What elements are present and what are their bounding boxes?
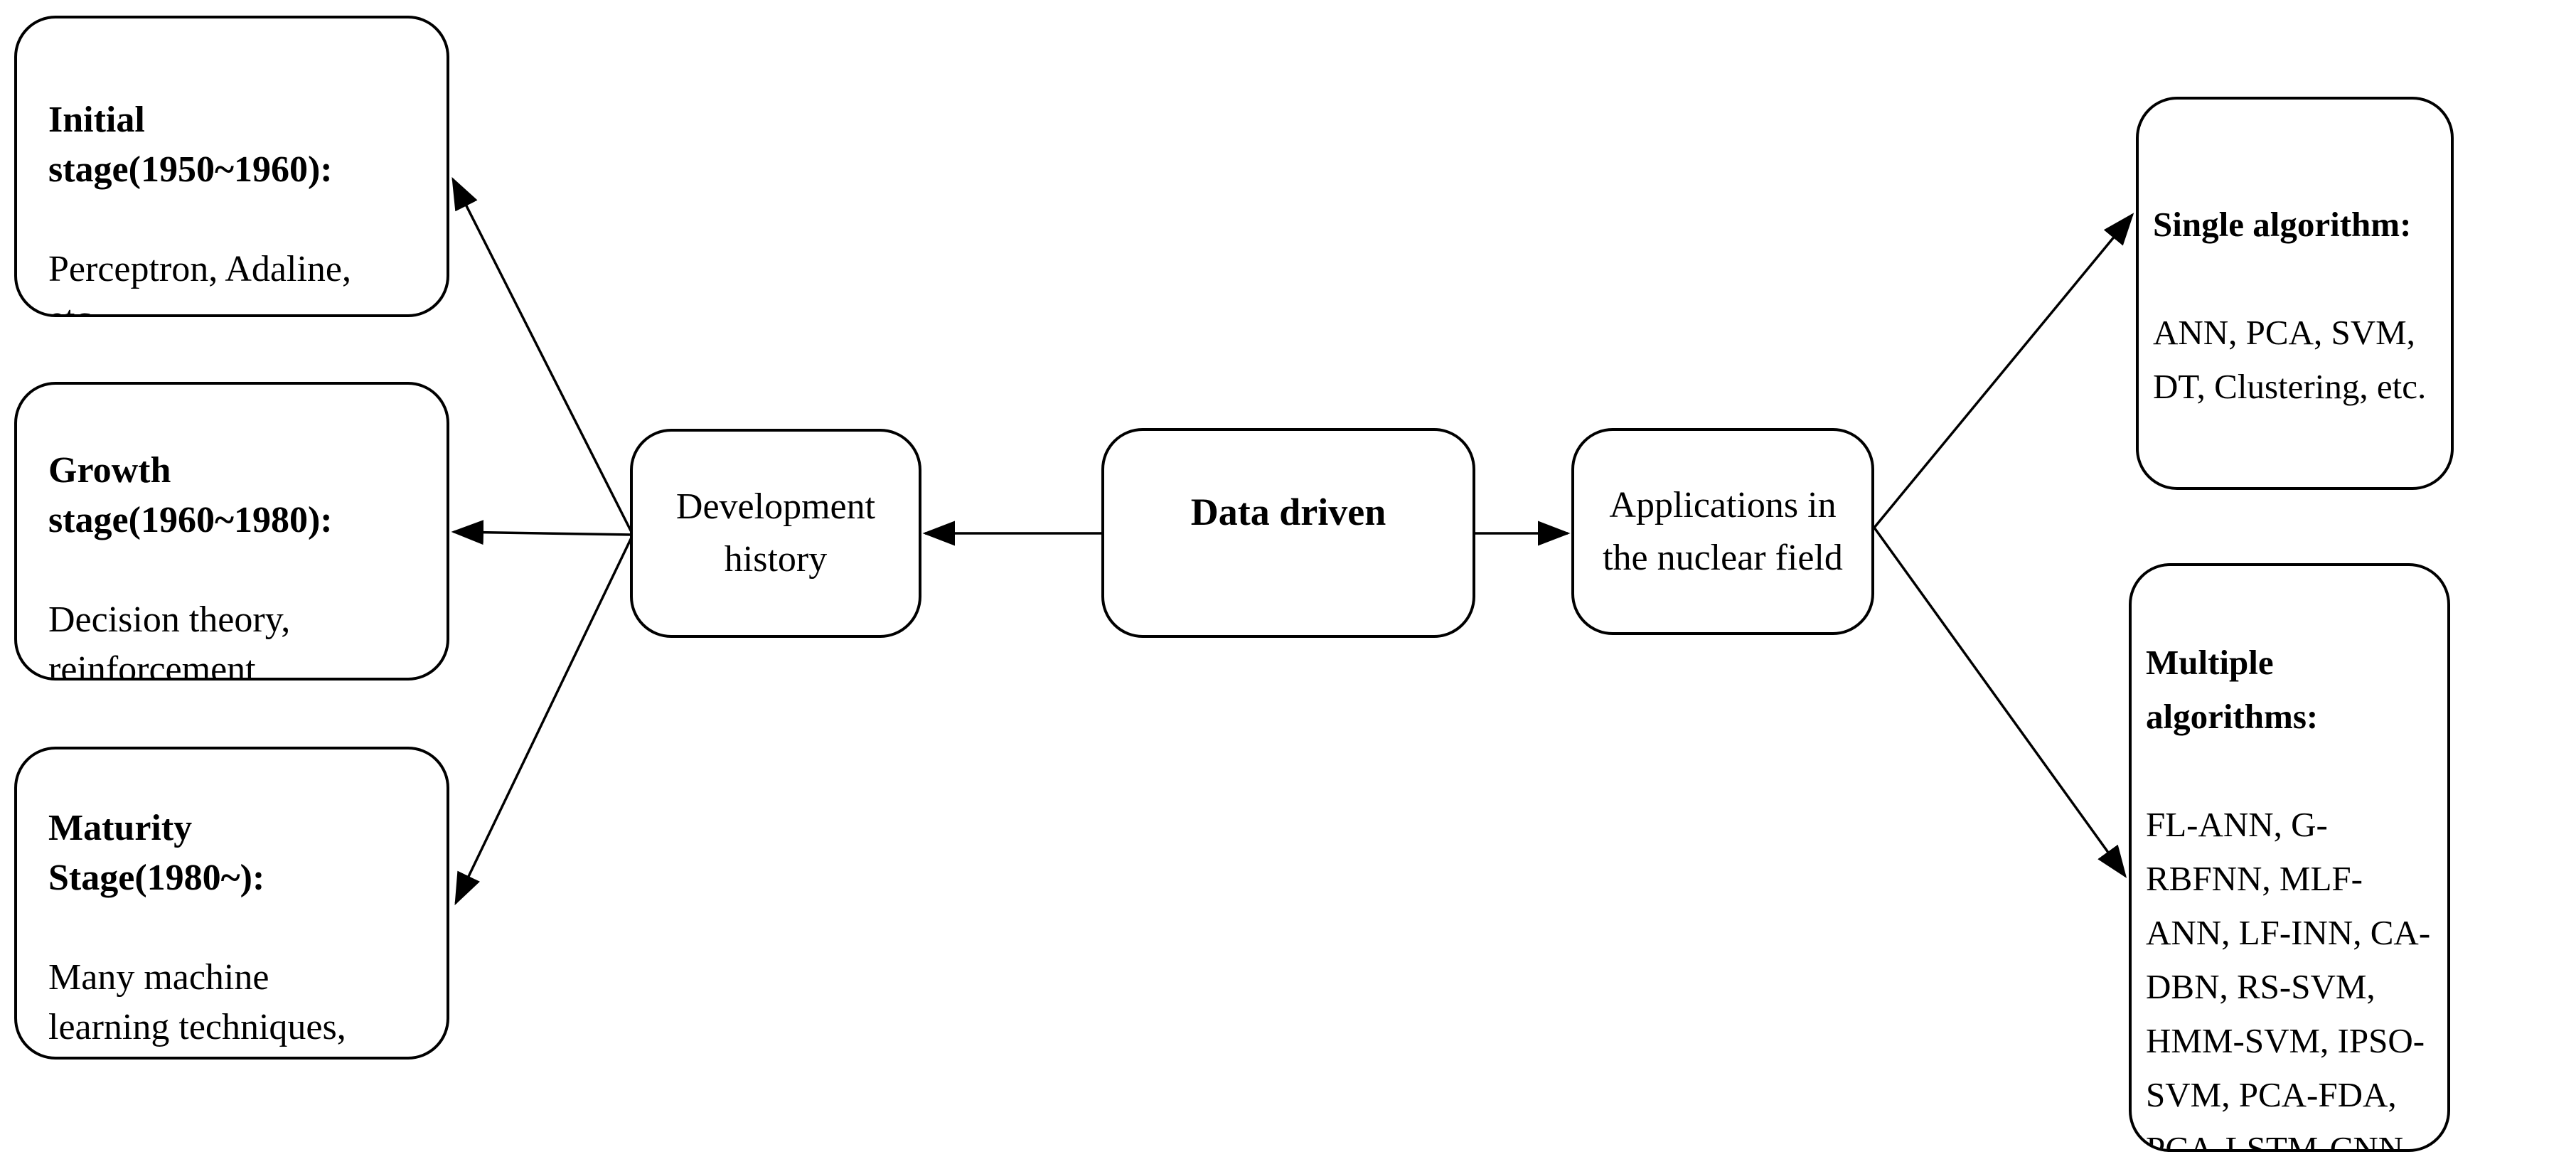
development-history-box: Development history — [630, 429, 921, 638]
initial-stage-body: Perceptron, Adaline, etc. — [48, 249, 351, 314]
growth-stage-heading: Growth stage(1960~1980): — [48, 450, 333, 540]
maturity-stage-box: Maturity Stage(1980~): Many machine lear… — [14, 747, 449, 1060]
arrow-development-to-initial — [451, 176, 634, 535]
maturity-stage-body: Many machine learning techniques, such a… — [48, 957, 346, 1047]
single-algorithm-heading: Single algorithm: — [2153, 205, 2412, 244]
arrow-development-to-maturity — [454, 534, 634, 906]
arrow-applications-to-multiple — [1873, 526, 2127, 878]
multiple-algorithms-heading: Multiple algorithms: — [2146, 643, 2319, 736]
maturity-stage-heading: Maturity Stage(1980~): — [48, 808, 265, 898]
single-algorithm-body: ANN, PCA, SVM, DT, Clustering, etc. — [2153, 313, 2427, 406]
multiple-algorithms-body: FL-ANN, G- RBFNN, MLF- ANN, LF-INN, CA- … — [2146, 805, 2431, 1152]
single-algorithm-box: Single algorithm: ANN, PCA, SVM, DT, Clu… — [2136, 97, 2454, 490]
development-history-label: Development history — [675, 486, 876, 580]
initial-stage-heading: Initial stage(1950~1960): — [48, 100, 333, 190]
arrow-applications-to-single — [1873, 213, 2134, 529]
applications-nuclear-box: Applications in the nuclear field — [1571, 428, 1874, 635]
growth-stage-body: Decision theory, reinforcement learning,… — [48, 599, 291, 681]
data-driven-box: Data driven — [1101, 428, 1475, 638]
applications-nuclear-label: Applications in the nuclear field — [1603, 484, 1843, 578]
multiple-algorithms-box: Multiple algorithms: FL-ANN, G- RBFNN, M… — [2129, 563, 2450, 1152]
initial-stage-box: Initial stage(1950~1960): Perceptron, Ad… — [14, 16, 449, 317]
data-driven-label: Data driven — [1190, 490, 1386, 533]
arrow-development-to-growth — [451, 520, 634, 545]
growth-stage-box: Growth stage(1960~1980): Decision theory… — [14, 382, 449, 681]
